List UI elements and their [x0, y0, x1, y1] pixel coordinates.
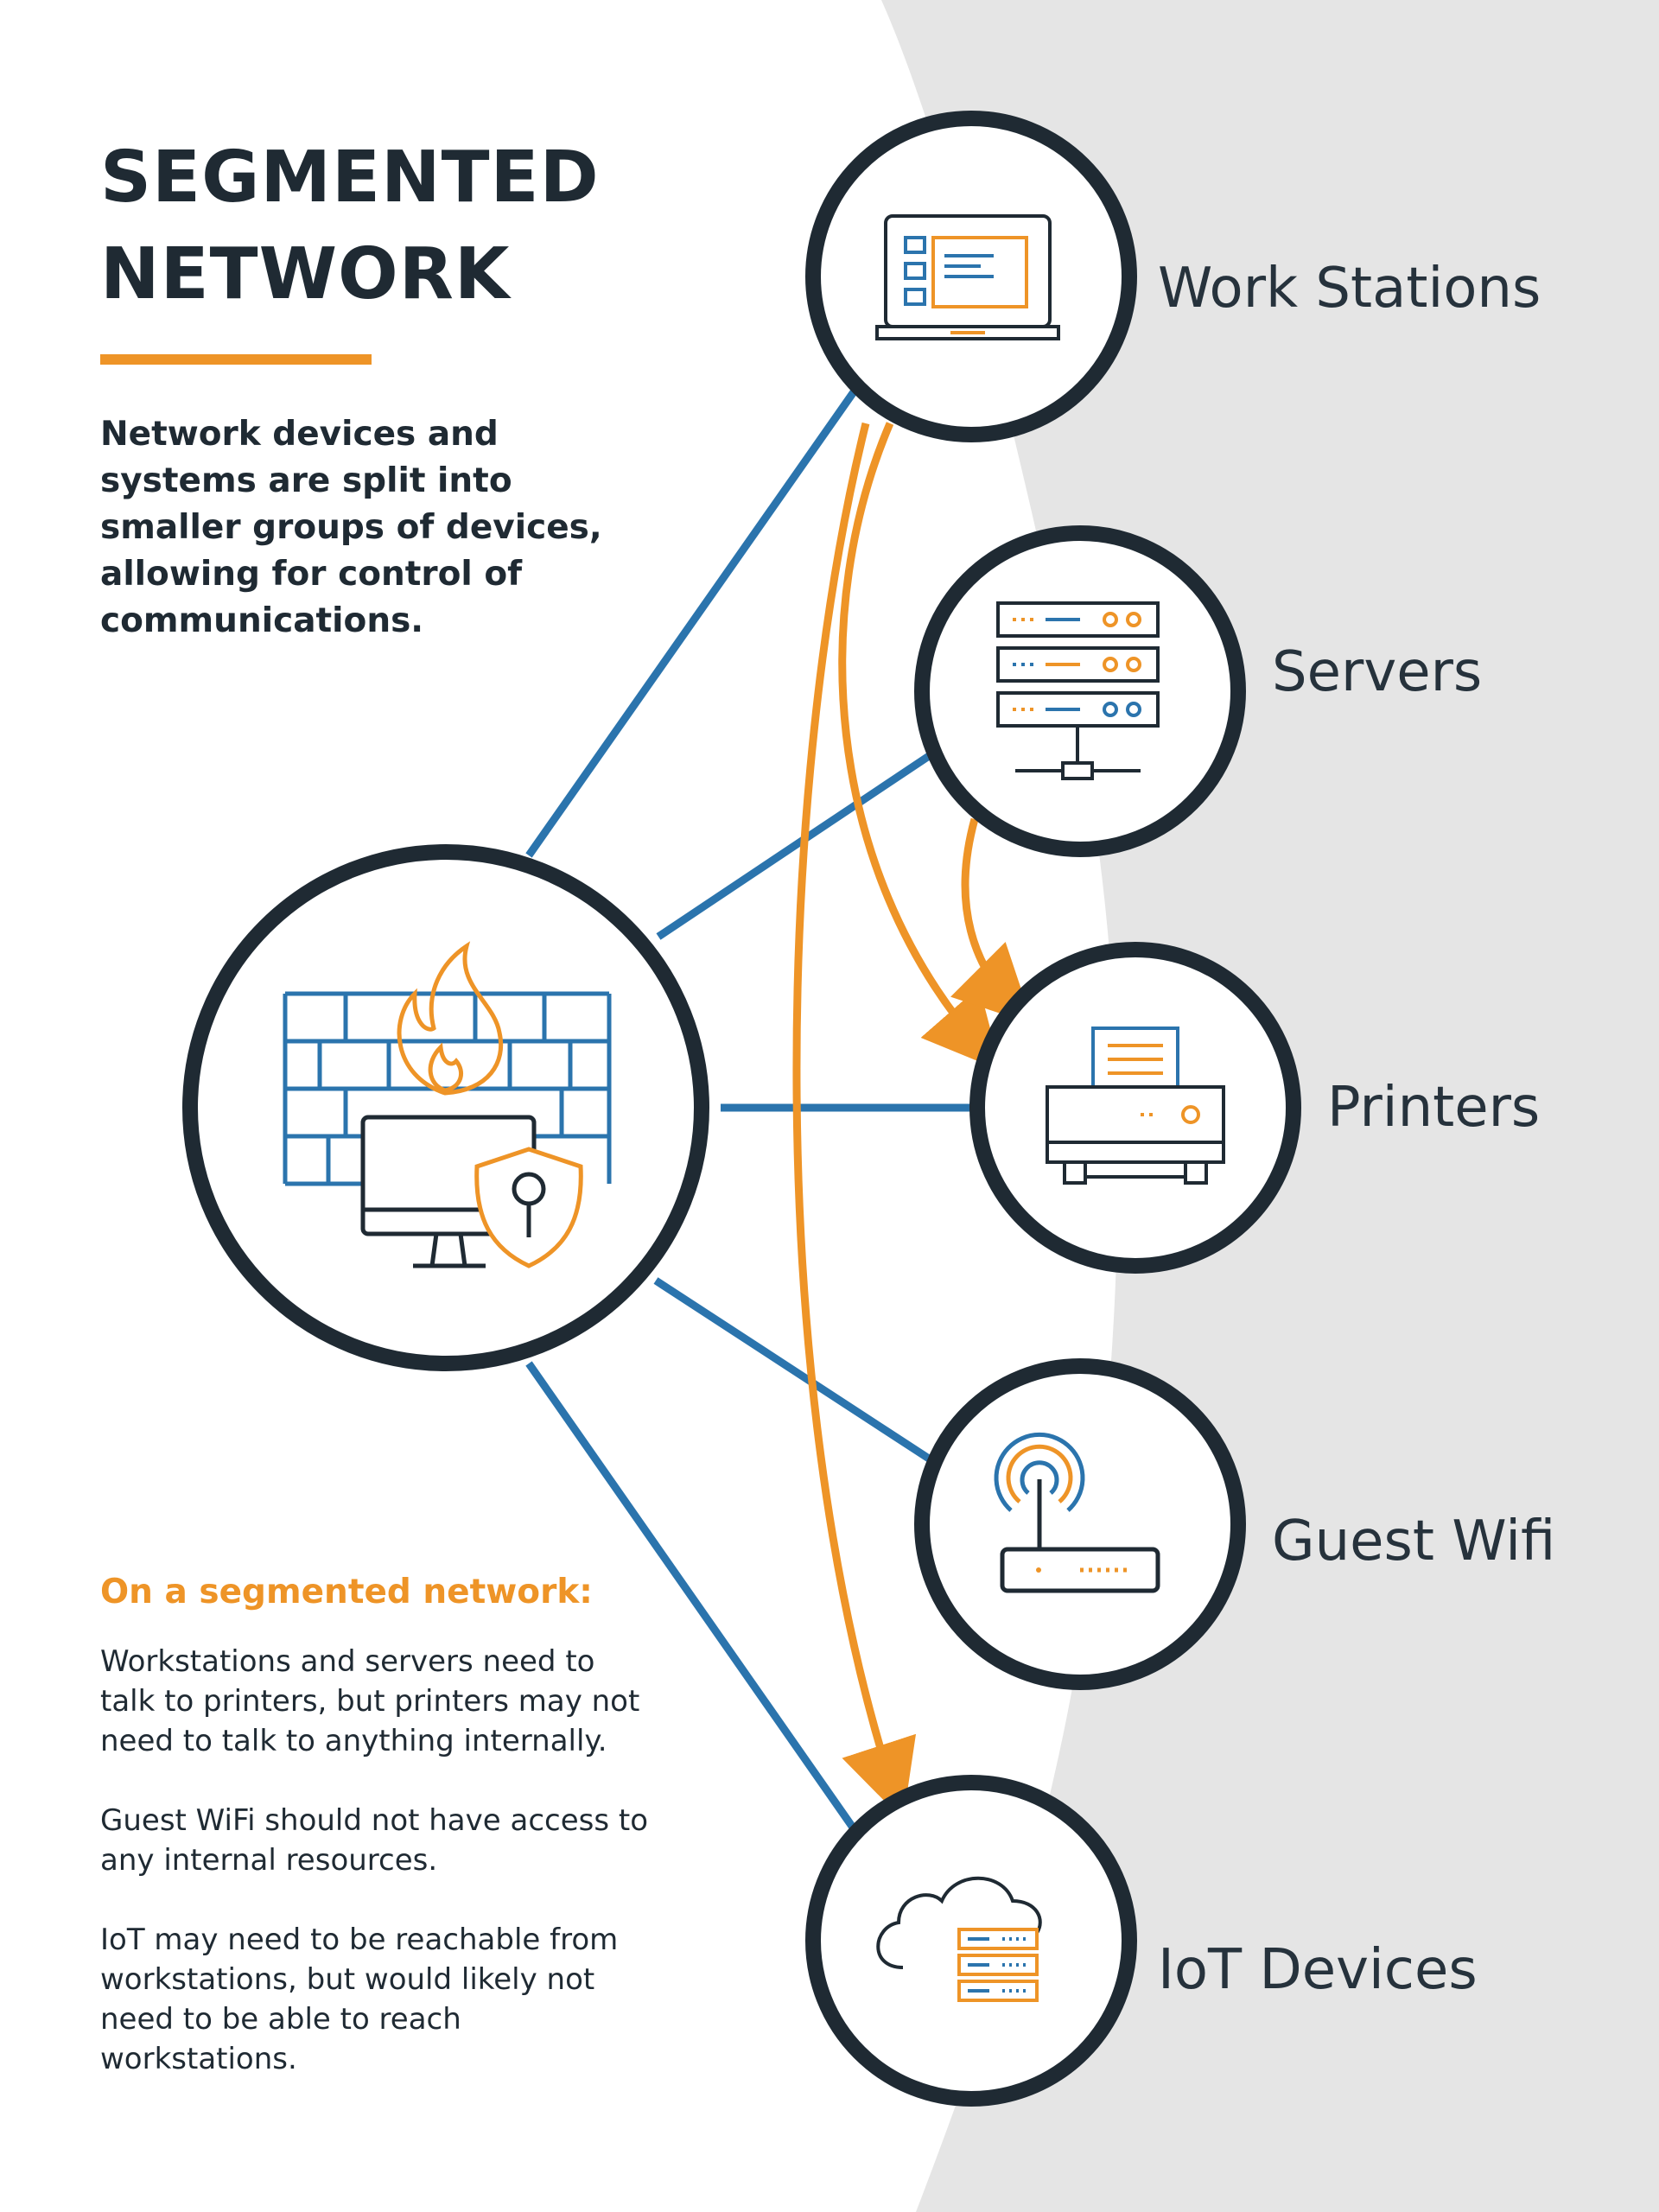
printer-icon: [1046, 1027, 1225, 1185]
traffic-arrows: [792, 422, 1033, 1821]
note-printers: Workstations and servers need to talk to…: [100, 1644, 640, 1758]
arrow-servers-to-printers: [950, 817, 1033, 1025]
wifi-router-icon: [994, 1432, 1160, 1593]
guest-wifi-node: [914, 1358, 1246, 1690]
arrow-workstations-to-printers: [838, 422, 1001, 1071]
laptop-icon: [875, 214, 1060, 340]
connection-workstations: [525, 382, 862, 858]
title-line-1: SEGMENTED: [100, 137, 600, 219]
cloud-server-icon: [876, 1876, 1042, 2002]
page-title: SEGMENTED NETWORK: [100, 130, 600, 323]
connections: [525, 382, 971, 1830]
notes-list: Workstations and servers need to talk to…: [100, 1642, 653, 2119]
title-line-2: NETWORK: [100, 233, 511, 315]
label-servers: Servers: [1272, 640, 1483, 704]
label-printers: Printers: [1327, 1076, 1541, 1140]
firewall-icon: [283, 941, 612, 1268]
note-guest-wifi: Guest WiFi should not have access to any…: [100, 1803, 648, 1878]
firewall-node: [182, 844, 709, 1371]
note-iot: IoT may need to be reachable from workst…: [100, 1923, 619, 2076]
printers-node: [969, 942, 1301, 1274]
title-underline: [100, 354, 372, 365]
server-rack-icon: [996, 601, 1160, 780]
label-workstations: Work Stations: [1158, 257, 1541, 321]
intro-text: Network devices and systems are split in…: [100, 415, 602, 640]
connection-servers: [656, 751, 934, 940]
arrow-workstations-to-iot: [792, 422, 917, 1821]
label-guest-wifi: Guest Wifi: [1272, 1510, 1556, 1573]
label-iot: IoT Devices: [1158, 1938, 1478, 2002]
notes-heading: On a segmented network:: [100, 1573, 593, 1611]
connection-iot: [525, 1361, 856, 1830]
connection-guest-wifi: [653, 1277, 934, 1464]
